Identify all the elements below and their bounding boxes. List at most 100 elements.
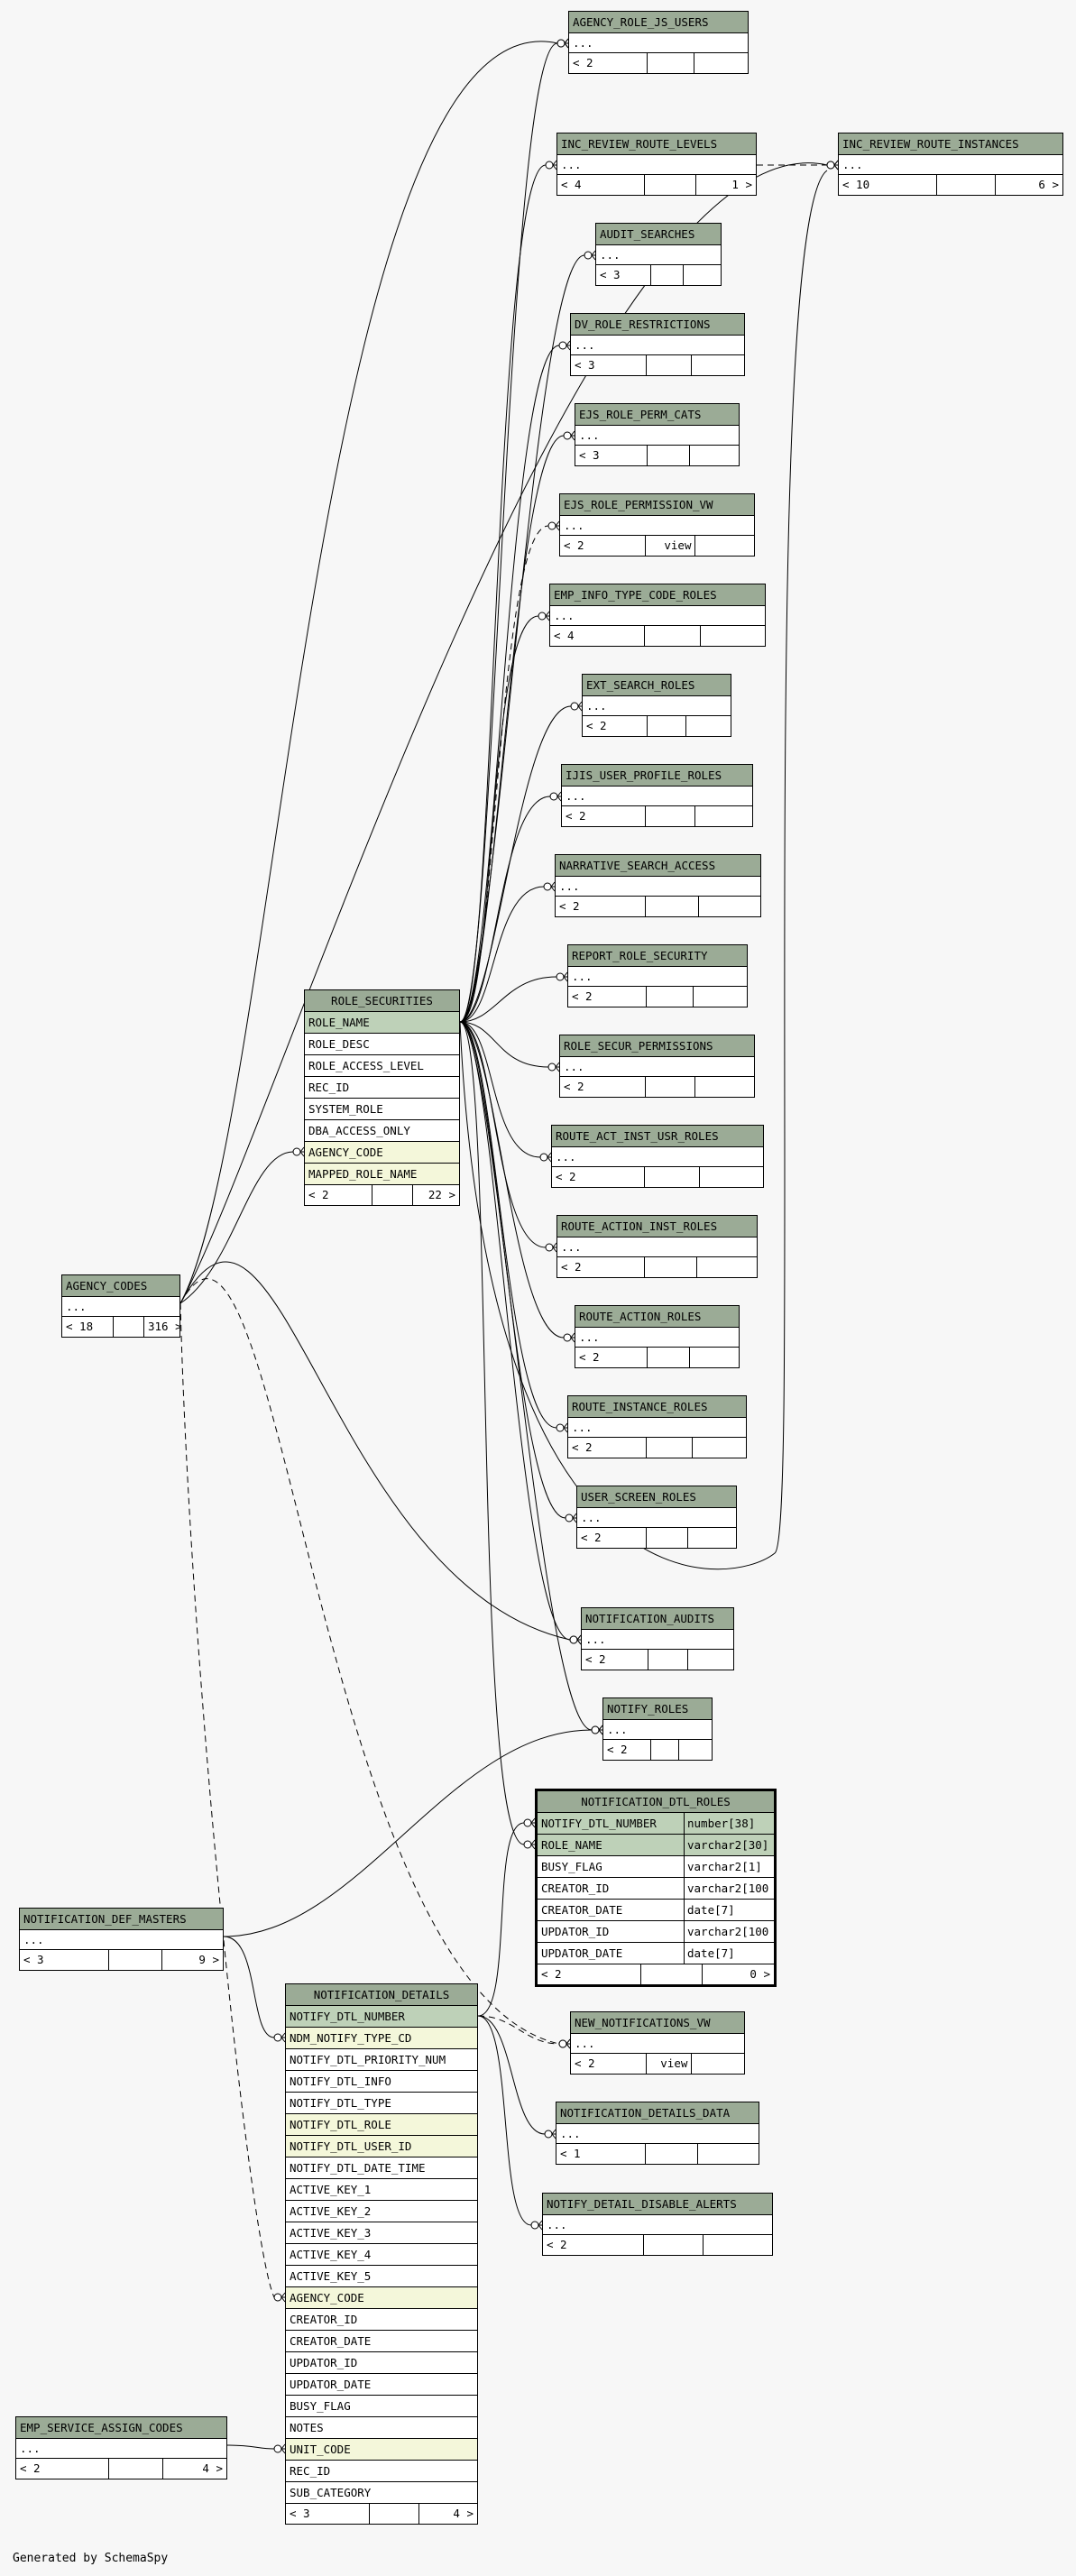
table-parents-count[interactable]: < 2 [575,1348,648,1367]
table-notification-details-data[interactable]: NOTIFICATION_DETAILS_DATA...< 1 [556,2102,759,2165]
table-route-action-roles[interactable]: ROUTE_ACTION_ROLES...< 2 [575,1305,740,1368]
column-row[interactable]: DBA_ACCESS_ONLY [305,1120,459,1142]
table-header[interactable]: EMP_INFO_TYPE_CODE_ROLES [550,584,765,606]
table-header[interactable]: ROLE_SECURITIES [305,990,459,1012]
table-parents-count[interactable]: < 2 [577,1528,648,1548]
table-children-count[interactable] [692,355,744,375]
table-children-count[interactable] [701,626,765,646]
column-row[interactable]: CREATOR_ID [286,2309,477,2331]
table-parents-count[interactable]: < 2 [582,1650,648,1670]
table-header[interactable]: ROUTE_ACTION_ROLES [575,1306,739,1328]
table-header[interactable]: NOTIFICATION_DETAILS_DATA [556,2102,759,2124]
column-row[interactable]: ACTIVE_KEY_5 [286,2266,477,2287]
table-header[interactable]: AUDIT_SEARCHES [596,224,721,245]
table-notification-audits[interactable]: NOTIFICATION_AUDITS...< 2 [581,1607,734,1670]
column-row[interactable]: ACTIVE_KEY_1 [286,2179,477,2201]
table-header[interactable]: NOTIFY_ROLES [603,1698,712,1720]
table-header[interactable]: REPORT_ROLE_SECURITY [568,945,747,967]
table-parents-count[interactable]: < 2 [305,1185,373,1205]
table-children-count[interactable]: 9 > [198,1953,219,1966]
table-children-count[interactable] [704,2235,772,2255]
table-parents-count[interactable]: < 4 [557,175,645,195]
table-children-count[interactable]: 316 > [147,1320,179,1333]
table-header[interactable]: ROLE_SECUR_PERMISSIONS [560,1035,754,1057]
table-children-count[interactable] [695,536,754,556]
table-route-instance-roles[interactable]: ROUTE_INSTANCE_ROLES...< 2 [567,1395,747,1458]
column-row[interactable]: CREATOR_DATE [286,2331,477,2352]
column-row[interactable]: REC_ID [286,2461,477,2482]
column-row[interactable]: NOTIFY_DTL_USER_ID [286,2136,477,2157]
table-header[interactable]: NOTIFICATION_DETAILS [286,1984,477,2006]
table-ext-search-roles[interactable]: EXT_SEARCH_ROLES...< 2 [582,674,731,737]
table-children-count[interactable] [698,2144,759,2164]
column-row[interactable]: UNIT_CODE [286,2439,477,2461]
table-parents-count[interactable]: < 2 [552,1167,645,1187]
table-parents-count[interactable]: < 1 [556,2144,646,2164]
table-header[interactable]: DV_ROLE_RESTRICTIONS [571,314,744,336]
column-row[interactable]: ROLE_NAME [305,1012,459,1034]
table-header[interactable]: NOTIFICATION_DEF_MASTERS [20,1909,223,1930]
table-header[interactable]: NEW_NOTIFICATIONS_VW [571,2012,744,2034]
column-row[interactable]: MAPPED_ROLE_NAME [305,1164,459,1185]
table-dv-role-restrictions[interactable]: DV_ROLE_RESTRICTIONS...< 3 [570,313,745,376]
column-row[interactable]: NOTIFY_DTL_TYPE [286,2093,477,2114]
table-parents-count[interactable]: < 2 [583,716,648,736]
table-header[interactable]: INC_REVIEW_ROUTE_INSTANCES [839,133,1062,155]
table-header[interactable]: ROUTE_INSTANCE_ROLES [568,1396,746,1418]
table-parents-count[interactable]: < 2 [560,536,646,556]
table-header[interactable]: ROUTE_ACTION_INST_ROLES [557,1216,757,1237]
table-children-count[interactable] [690,446,739,465]
column-row[interactable]: UPDATOR_ID [286,2352,477,2374]
table-header[interactable]: NARRATIVE_SEARCH_ACCESS [556,855,760,877]
column-row[interactable]: NDM_NOTIFY_TYPE_CD [286,2028,477,2049]
table-header[interactable]: EMP_SERVICE_ASSIGN_CODES [16,2417,226,2439]
table-children-count[interactable] [679,1740,712,1760]
table-parents-count[interactable]: < 10 [839,175,938,195]
table-parents-count[interactable]: < 2 [568,987,648,1007]
table-header[interactable]: EXT_SEARCH_ROLES [583,675,731,696]
table-parents-count[interactable]: < 2 [543,2235,644,2255]
table-header[interactable]: NOTIFY_DETAIL_DISABLE_ALERTS [543,2194,772,2215]
table-parents-count[interactable]: < 2 [556,897,646,916]
table-audit-searches[interactable]: AUDIT_SEARCHES...< 3 [595,223,722,286]
table-parents-count[interactable]: < 2 [538,1964,642,1984]
table-children-count[interactable] [699,897,760,916]
table-header[interactable]: EJS_ROLE_PERM_CATS [575,404,739,426]
table-header[interactable]: EJS_ROLE_PERMISSION_VW [560,494,754,516]
table-agency-role-js-users[interactable]: AGENCY_ROLE_JS_USERS...< 2 [568,11,749,74]
table-user-screen-roles[interactable]: USER_SCREEN_ROLES...< 2 [576,1486,737,1549]
table-header[interactable]: ROUTE_ACT_INST_USR_ROLES [552,1126,763,1147]
table-children-count[interactable]: 0 > [750,1967,770,1981]
table-children-count[interactable] [695,806,752,826]
table-children-count[interactable] [697,1257,757,1277]
table-children-count[interactable] [688,1650,733,1670]
table-emp-info-type-code-roles[interactable]: EMP_INFO_TYPE_CODE_ROLES...< 4 [549,584,766,647]
table-ejs-role-perm-cats[interactable]: EJS_ROLE_PERM_CATS...< 3 [575,403,740,466]
column-row[interactable]: NOTIFY_DTL_DATE_TIME [286,2157,477,2179]
table-route-action-inst-roles[interactable]: ROUTE_ACTION_INST_ROLES...< 2 [556,1215,758,1278]
table-children-count[interactable] [692,2054,744,2074]
column-row[interactable]: ACTIVE_KEY_3 [286,2222,477,2244]
column-row[interactable]: NOTIFY_DTL_PRIORITY_NUM [286,2049,477,2071]
column-row[interactable]: SUB_CATEGORY [286,2482,477,2504]
table-children-count[interactable] [695,1077,754,1097]
table-narrative-search-access[interactable]: NARRATIVE_SEARCH_ACCESS...< 2 [555,854,761,917]
table-children-count[interactable] [694,987,747,1007]
column-row[interactable]: ROLE_ACCESS_LEVEL [305,1055,459,1077]
table-notify-roles[interactable]: NOTIFY_ROLES...< 2 [602,1697,713,1761]
table-parents-count[interactable]: < 3 [20,1950,109,1970]
table-parents-count[interactable]: < 2 [603,1740,651,1760]
table-parents-count[interactable]: < 18 [62,1317,115,1337]
table-parents-count[interactable]: < 2 [571,2054,648,2074]
column-row[interactable]: ACTIVE_KEY_4 [286,2244,477,2266]
table-children-count[interactable]: 4 > [202,2461,223,2475]
column-row[interactable]: NOTIFY_DTL_INFO [286,2071,477,2093]
table-parents-count[interactable]: < 2 [557,1257,646,1277]
